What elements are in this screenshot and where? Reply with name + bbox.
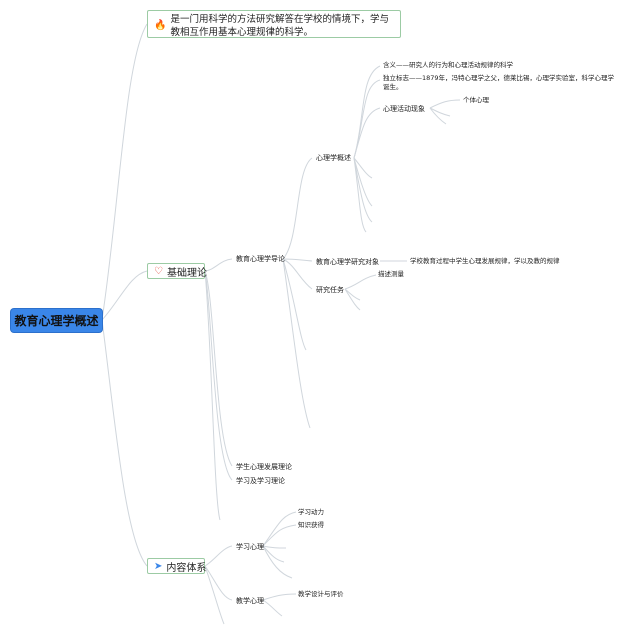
connector-content-tail — [204, 565, 225, 625]
connector-intro-tail2 — [282, 258, 311, 429]
connector-root-content — [101, 319, 148, 567]
description-node[interactable]: 🔥 是一门用科学的方法研究解答在学校的情境下，学与教相互作用基本心理规律的科学。 — [147, 10, 401, 38]
node-research-object[interactable]: 教育心理学研究对象 — [316, 258, 379, 266]
connector-phen-t2 — [429, 107, 447, 125]
connector-basic-intro — [204, 258, 233, 272]
node-individual[interactable]: 个体心理 — [463, 96, 489, 104]
connector-root-desc — [101, 23, 148, 321]
node-learning-theory[interactable]: 学习及学习理论 — [236, 477, 285, 485]
basic-theory-label: 基础理论 — [166, 267, 207, 279]
node-teaching-psych[interactable]: 教学心理 — [236, 597, 264, 605]
connector-intro-overview — [282, 157, 313, 260]
node-motivation[interactable]: 学习动力 — [298, 508, 324, 516]
connector-overview-phen — [353, 107, 381, 159]
node-student-dev[interactable]: 学生心理发展理论 — [236, 463, 292, 471]
node-definition[interactable]: 含义——研究人的行为和心理活动规律的科学 — [383, 61, 513, 69]
connector-intro-task — [282, 258, 313, 290]
connector-intro-tail1 — [282, 258, 307, 351]
node-research-task[interactable]: 研究任务 — [316, 286, 344, 294]
connector-teach-design — [262, 593, 297, 601]
basic-theory-node[interactable]: ♡ 基础理论 — [147, 263, 207, 279]
node-overview[interactable]: 心理学概述 — [316, 154, 351, 162]
node-learning-psych[interactable]: 学习心理 — [236, 543, 264, 551]
node-knowledge[interactable]: 知识获得 — [298, 521, 324, 529]
node-design-eval[interactable]: 教学设计与评价 — [298, 590, 344, 598]
heart-icon: ♡ — [154, 265, 163, 277]
connector-content-learn — [204, 545, 233, 567]
node-phenomena[interactable]: 心理活动现象 — [383, 105, 425, 113]
connector-learn-knowledge — [262, 524, 297, 547]
connector-content-teach — [204, 565, 233, 601]
node-intro[interactable]: 教育心理学导论 — [236, 255, 285, 263]
content-system-label: 内容体系 — [166, 562, 207, 574]
fire-icon: 🔥 — [154, 20, 167, 31]
connector-overview-t4 — [353, 157, 367, 233]
content-system-node[interactable]: ➤ 内容体系 — [147, 558, 207, 574]
root-node[interactable]: 教育心理学概述 — [11, 309, 102, 332]
connector-task-t1 — [344, 288, 361, 301]
connector-root-basic — [101, 270, 148, 321]
connector-teach-t1 — [262, 599, 283, 617]
node-independence[interactable]: 独立标志——1879年，冯特心理学之父，德莱比锡，心理学实验室，科学心理学诞生。 — [383, 74, 615, 91]
connector-task-t2 — [344, 288, 361, 311]
paper-plane-icon: ➤ — [154, 560, 163, 572]
connector-basic-tail — [204, 270, 221, 521]
connector-overview-t1 — [353, 157, 373, 179]
node-research-object-desc[interactable]: 学校教育过程中学生心理发展规律，学以及教的规律 — [410, 257, 560, 265]
connector-learn-t1 — [262, 545, 287, 549]
connector-intro-research — [282, 258, 313, 262]
description-text: 是一门用科学的方法研究解答在学校的情境下，学与教相互作用基本心理规律的科学。 — [170, 14, 389, 38]
connector-learn-motivation — [262, 511, 297, 547]
node-describe-measure[interactable]: 描述测量 — [378, 270, 404, 278]
connector-learn-t2 — [262, 545, 285, 563]
connector-basic-dev — [204, 270, 233, 467]
connector-basic-learn — [204, 270, 233, 481]
connector-task-describe — [344, 274, 377, 290]
connector-learn-t3 — [262, 545, 293, 579]
connector-phen-indiv — [429, 99, 461, 109]
connector-phen-t1 — [429, 107, 451, 117]
